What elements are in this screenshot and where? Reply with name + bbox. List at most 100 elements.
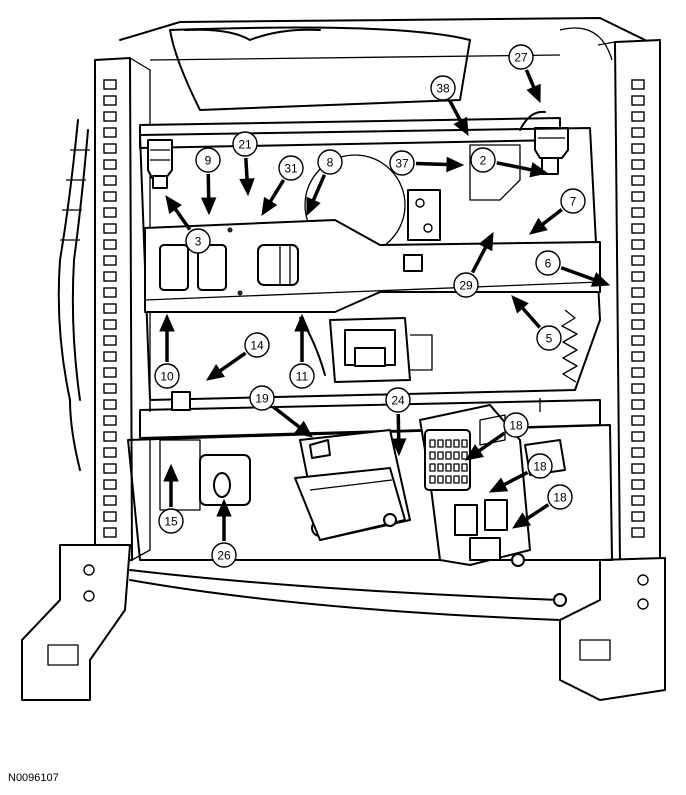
callout-c10-label: 10 [160, 370, 174, 384]
callout-c27-circle [508, 44, 534, 70]
seat-pan-plate [139, 127, 601, 401]
callout-c6-label: 6 [545, 257, 552, 271]
callout-c8-circle [317, 149, 343, 175]
callout-c3-leader [173, 208, 192, 231]
callout-c19-circle [249, 385, 275, 411]
callout-c14-arrowhead [205, 364, 225, 381]
callout-c26-circle [211, 542, 237, 568]
callout-c3-label: 3 [195, 235, 202, 249]
callout-c5-leader [521, 306, 542, 329]
callout-c15-arrowhead [163, 463, 179, 482]
callout-c9-label: 9 [205, 154, 212, 168]
callout-c5-arrowhead [511, 295, 529, 314]
callout-c7-circle [560, 188, 586, 214]
callout-c18a-circle [503, 412, 529, 438]
callout-c27-arrowhead [526, 83, 541, 104]
rear-cross-member [139, 110, 569, 189]
seat-motor [299, 317, 433, 383]
callout-c21-circle [232, 131, 258, 157]
callout-c2-leader [496, 161, 532, 172]
callout-c6-arrowhead [590, 272, 611, 287]
callout-c19-arrowhead [294, 420, 313, 438]
callout-c11-arrowhead [294, 313, 310, 332]
callout-c2-label: 2 [480, 154, 487, 168]
callout-c5-circle [536, 325, 562, 351]
center-beam [144, 219, 601, 313]
callout-c27-label: 27 [514, 51, 528, 65]
restraint-module [294, 429, 411, 541]
callout-c15-label: 15 [164, 515, 178, 529]
callout-c7-label: 7 [570, 195, 577, 209]
callout-c10-circle [154, 363, 180, 389]
callout-c18b-leader [503, 470, 529, 487]
callout-c18a-leader [478, 431, 506, 453]
callout-c14-circle [244, 332, 270, 358]
callout-c21-leader [244, 157, 249, 180]
callout-c37-leader [415, 161, 448, 167]
callout-c26-arrowhead [216, 498, 232, 517]
callout-c31-arrowhead [261, 196, 278, 217]
callout-c18b-label: 18 [533, 460, 547, 474]
callout-c38-leader [448, 99, 463, 122]
callout-c18b-arrowhead [488, 477, 509, 493]
callout-c18a-label: 18 [509, 419, 523, 433]
callout-c37-arrowhead [446, 156, 465, 173]
callout-c8-label: 8 [327, 156, 334, 170]
callout-c14-label: 14 [250, 339, 264, 353]
callout-c3-circle [185, 228, 211, 254]
callout-c19-label: 19 [255, 392, 269, 406]
callout-c29-circle [453, 272, 479, 298]
callout-c37-circle [389, 150, 415, 176]
callout-c18a-arrowhead [464, 444, 484, 461]
callout-c29-arrowhead [478, 231, 494, 252]
callout-c11-circle [289, 363, 315, 389]
callout-c7-leader [541, 208, 563, 226]
callout-c24-circle [385, 387, 411, 413]
callout-c9-arrowhead [200, 197, 217, 216]
figure-id-label: N0096107 [8, 772, 59, 784]
seat-control-module-connectors [419, 404, 566, 567]
callout-c29-leader [470, 246, 488, 274]
callout-c31-leader [268, 178, 286, 203]
callout-c6-leader [560, 266, 595, 282]
callout-c31-circle [278, 155, 304, 181]
callout-c21-label: 21 [238, 138, 252, 152]
callout-c31-label: 31 [284, 162, 298, 176]
callout-c5-label: 5 [546, 332, 553, 346]
callout-c18c-label: 18 [553, 491, 567, 505]
right-seat-track-rail [559, 39, 666, 701]
callout-c21-arrowhead [239, 178, 255, 197]
callout-c24-label: 24 [391, 394, 405, 408]
callout-c37-label: 37 [395, 157, 409, 171]
callout-c11-label: 11 [296, 370, 309, 384]
callout-c19-leader [271, 405, 301, 429]
callout-c18c-leader [525, 503, 550, 521]
callout-c2-arrowhead [529, 162, 549, 178]
callout-c3-arrowhead [165, 194, 182, 214]
callout-c38-arrowhead [453, 116, 469, 137]
callout-c18c-arrowhead [511, 512, 532, 529]
callout-c14-leader [219, 351, 247, 373]
callout-c24-arrowhead [390, 438, 407, 457]
left-wiring-harness [57, 119, 90, 471]
callout-c6-circle [535, 250, 561, 276]
callout-c15-circle [158, 508, 184, 534]
callout-c38-circle [430, 75, 456, 101]
callout-c27-leader [524, 69, 536, 88]
left-seat-track-rail [21, 57, 151, 701]
callout-c18c-circle [547, 484, 573, 510]
callout-c7-arrowhead [529, 217, 548, 235]
callout-leaders [159, 69, 611, 541]
callout-c18b-circle [527, 453, 553, 479]
callout-c38-label: 38 [436, 82, 450, 96]
callout-c8-leader [311, 174, 327, 202]
callout-c26-label: 26 [217, 549, 231, 563]
tension-spring [561, 309, 578, 383]
callout-c8-arrowhead [306, 196, 321, 217]
callout-c9-circle [195, 147, 221, 173]
callout-c29-label: 29 [459, 279, 473, 293]
callout-c10-arrowhead [159, 313, 175, 332]
seat-back-outline [119, 17, 646, 111]
